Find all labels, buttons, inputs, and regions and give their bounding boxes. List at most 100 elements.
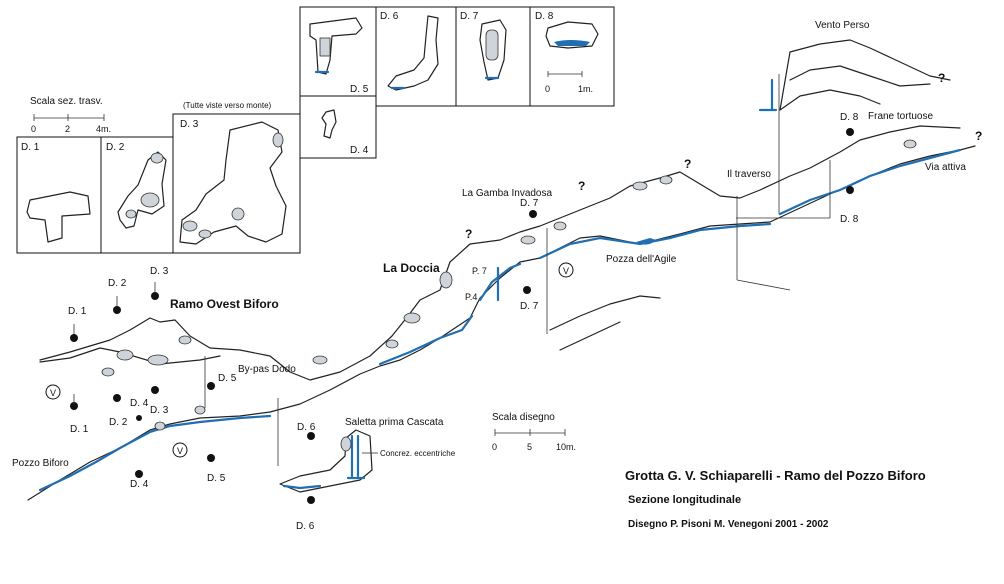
- section-d1-shape: [26, 191, 91, 243]
- section-box-d4-label: D. 4: [350, 145, 369, 156]
- marker-d4-top: [136, 415, 142, 421]
- marker-d5-top: [207, 382, 215, 390]
- section-box-d2: [100, 136, 174, 254]
- label-saletta: Saletta prima Cascata: [345, 417, 444, 428]
- view-icon-label: V: [50, 388, 56, 398]
- boulder: [632, 181, 648, 191]
- map-subtitle: Sezione longitudinale: [628, 494, 741, 506]
- question-mark: ?: [578, 179, 585, 193]
- view-icon: [45, 384, 61, 400]
- section-d3-shape: [179, 121, 287, 245]
- section-d4-shape: [321, 109, 337, 139]
- drawing-scale-tick-10: 10m.: [556, 442, 576, 452]
- d8-scale-tick-1: 1m.: [578, 84, 593, 94]
- cave-ceiling: [39, 125, 961, 381]
- cave-floor: [27, 145, 976, 501]
- marker-d1-top: [70, 334, 78, 342]
- marker-d5-bottom: [207, 454, 215, 462]
- label-frane-tortuose: Frane tortuose: [868, 111, 933, 122]
- title-block: Grotta G. V. Schiaparelli - Ramo del Poz…: [625, 468, 926, 530]
- label-il-traverso: Il traverso: [727, 169, 771, 180]
- label-vento-perso: Vento Perso: [815, 20, 870, 31]
- view-icon: [172, 442, 188, 458]
- marker-d3-bottom-label: D. 3: [150, 405, 169, 416]
- marker-d2-bottom: [113, 394, 121, 402]
- question-mark: ?: [938, 71, 945, 85]
- marker-d3-bottom: [151, 386, 159, 394]
- boulder: [903, 139, 917, 149]
- section-box-d8: [529, 6, 615, 107]
- boulder: [140, 192, 160, 208]
- sections-scale-tick-0: 0: [31, 124, 36, 134]
- section-line: [736, 279, 791, 291]
- boulder: [485, 29, 499, 61]
- water-pool: [554, 40, 590, 46]
- boulder: [178, 335, 192, 345]
- unexplored-marks: ? ? ? ? ?: [465, 71, 982, 241]
- view-icon-label: V: [177, 446, 183, 456]
- question-mark: ?: [684, 157, 691, 171]
- sections-scale-tick-4: 4m.: [96, 124, 111, 134]
- section-box-d1-label: D. 1: [21, 142, 40, 153]
- question-mark: ?: [465, 227, 472, 241]
- pozza-pool: [636, 238, 656, 245]
- sections-scale-tick-2: 2: [65, 124, 70, 134]
- boulder: [147, 354, 169, 366]
- label-pozza-agile: Pozza dell'Agile: [606, 254, 677, 265]
- boulder: [403, 312, 421, 324]
- boulder: [194, 405, 206, 415]
- view-icon: [558, 262, 574, 278]
- marker-d3-top: [151, 292, 159, 300]
- saletta-chamber: [279, 429, 373, 493]
- label-la-doccia: La Doccia: [383, 261, 440, 275]
- sections-scale-label: Scala sez. trasv.: [30, 96, 103, 107]
- boulder: [125, 209, 137, 219]
- marker-d6-bottom: [307, 496, 315, 504]
- section-d6-shape: [387, 15, 439, 91]
- boulders: [101, 139, 917, 452]
- stream: [38, 148, 962, 492]
- label-by-pas-dodo: By-pas Dodo: [238, 364, 296, 375]
- section-box-d2-label: D. 2: [106, 142, 125, 153]
- vento-perso-passage: [779, 39, 951, 111]
- section-d5-shape: [309, 17, 363, 75]
- lower-branch: [549, 295, 661, 351]
- boulder: [439, 271, 453, 289]
- boulder: [385, 339, 399, 349]
- marker-d4-top-label: D. 4: [130, 398, 149, 409]
- section-box-d3: [172, 113, 301, 254]
- drawing-scale-tick-5: 5: [527, 442, 532, 452]
- marker-d5-bottom-label: D. 5: [207, 473, 226, 484]
- marker-d3-top-label: D. 3: [150, 266, 169, 277]
- marker-d2-top-label: D. 2: [108, 278, 127, 289]
- view-icon-label: V: [563, 266, 569, 276]
- section-box-d5-label: D. 5: [350, 84, 369, 95]
- map-title: Grotta G. V. Schiaparelli - Ramo del Poz…: [625, 468, 926, 483]
- marker-d8-bottom: [846, 186, 854, 194]
- boulder: [154, 421, 166, 431]
- marker-d8-bottom-label: D. 8: [840, 214, 859, 225]
- label-pozzo-biforo: Pozzo Biforo: [12, 458, 69, 469]
- view-direction-symbols: V V V: [45, 262, 574, 458]
- longitudinal-section: [27, 39, 976, 501]
- place-labels: Vento Perso Frane tortuose Via attiva Il…: [12, 20, 966, 469]
- marker-d2-bottom-label: D. 2: [109, 417, 128, 428]
- marker-d8-top: [846, 128, 854, 136]
- map-credits: Disegno P. Pisoni M. Venegoni 2001 - 200…: [628, 519, 829, 530]
- section-box-d7-label: D. 7: [460, 11, 479, 22]
- drawing-scale: Scala disegno 0 5 10m.: [492, 412, 576, 452]
- marker-d7-bottom: [523, 286, 531, 294]
- d8-scale-tick-0: 0: [545, 84, 550, 94]
- marker-d6-top: [307, 432, 315, 440]
- water-level: [282, 484, 322, 490]
- label-gamba-invadosa: La Gamba Invadosa: [462, 188, 552, 199]
- boulder: [312, 355, 328, 365]
- label-via-attiva: Via attiva: [925, 162, 966, 173]
- marker-d4-bottom-label: D. 4: [130, 479, 149, 490]
- label-ramo-ovest: Ramo Ovest Biforo: [170, 297, 279, 311]
- section-box-d6-label: D. 6: [380, 11, 399, 22]
- boulder: [231, 207, 245, 221]
- section-box-d1: [16, 136, 102, 254]
- label-p4: P.4: [465, 292, 477, 302]
